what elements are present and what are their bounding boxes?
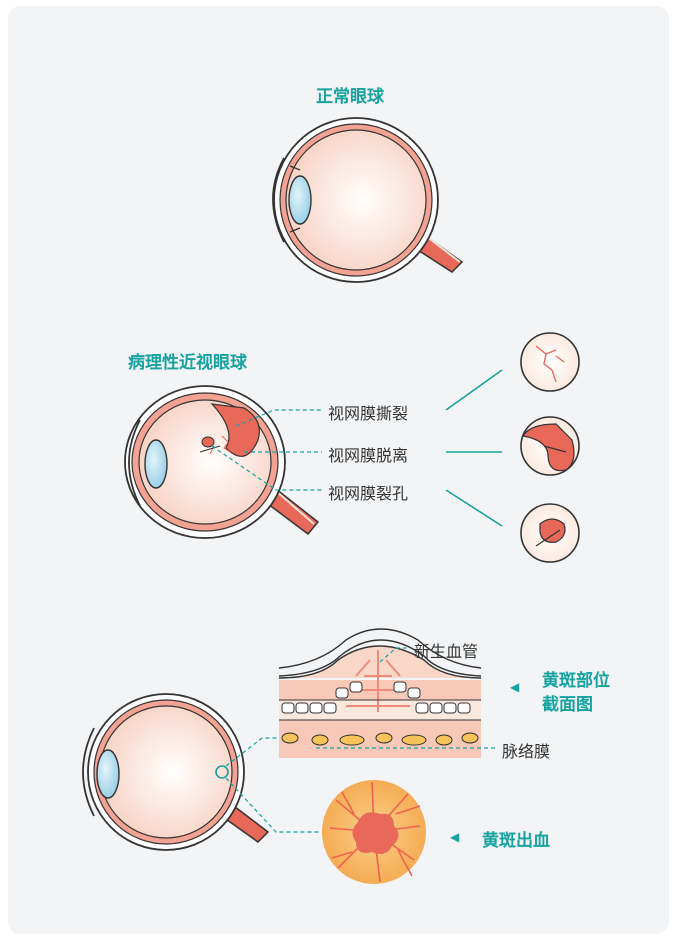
- lens: [97, 750, 119, 798]
- label-retinal-tear: 视网膜撕裂: [328, 400, 408, 424]
- arrow-left-icon: ◀: [510, 680, 519, 694]
- normal-eyeball: [273, 118, 462, 282]
- title-normal-eye: 正常眼球: [316, 82, 384, 107]
- detail-tear-circle: [521, 333, 579, 391]
- lens: [289, 176, 311, 224]
- title-myopia-eye: 病理性近视眼球: [128, 348, 247, 373]
- retinal-hole: [202, 437, 214, 447]
- lens: [145, 440, 167, 488]
- title-section-line1: 黄斑部位: [542, 666, 610, 691]
- title-section-line2: 截面图: [542, 690, 593, 715]
- vitreous: [100, 706, 232, 838]
- label-choroid: 脉络膜: [502, 738, 550, 762]
- macular-hemorrhage: [322, 780, 426, 884]
- hole-flap-icon: [540, 519, 565, 542]
- label-retinal-hole: 视网膜裂孔: [328, 480, 408, 504]
- arrow-left-icon: ◀: [450, 830, 459, 844]
- link-tear: [446, 370, 502, 410]
- link-hole: [446, 490, 502, 526]
- label-retinal-detachment: 视网膜脱离: [328, 442, 408, 466]
- label-neovessel: 新生血管: [414, 638, 478, 662]
- title-macular-hemorrhage: 黄斑出血: [482, 826, 550, 851]
